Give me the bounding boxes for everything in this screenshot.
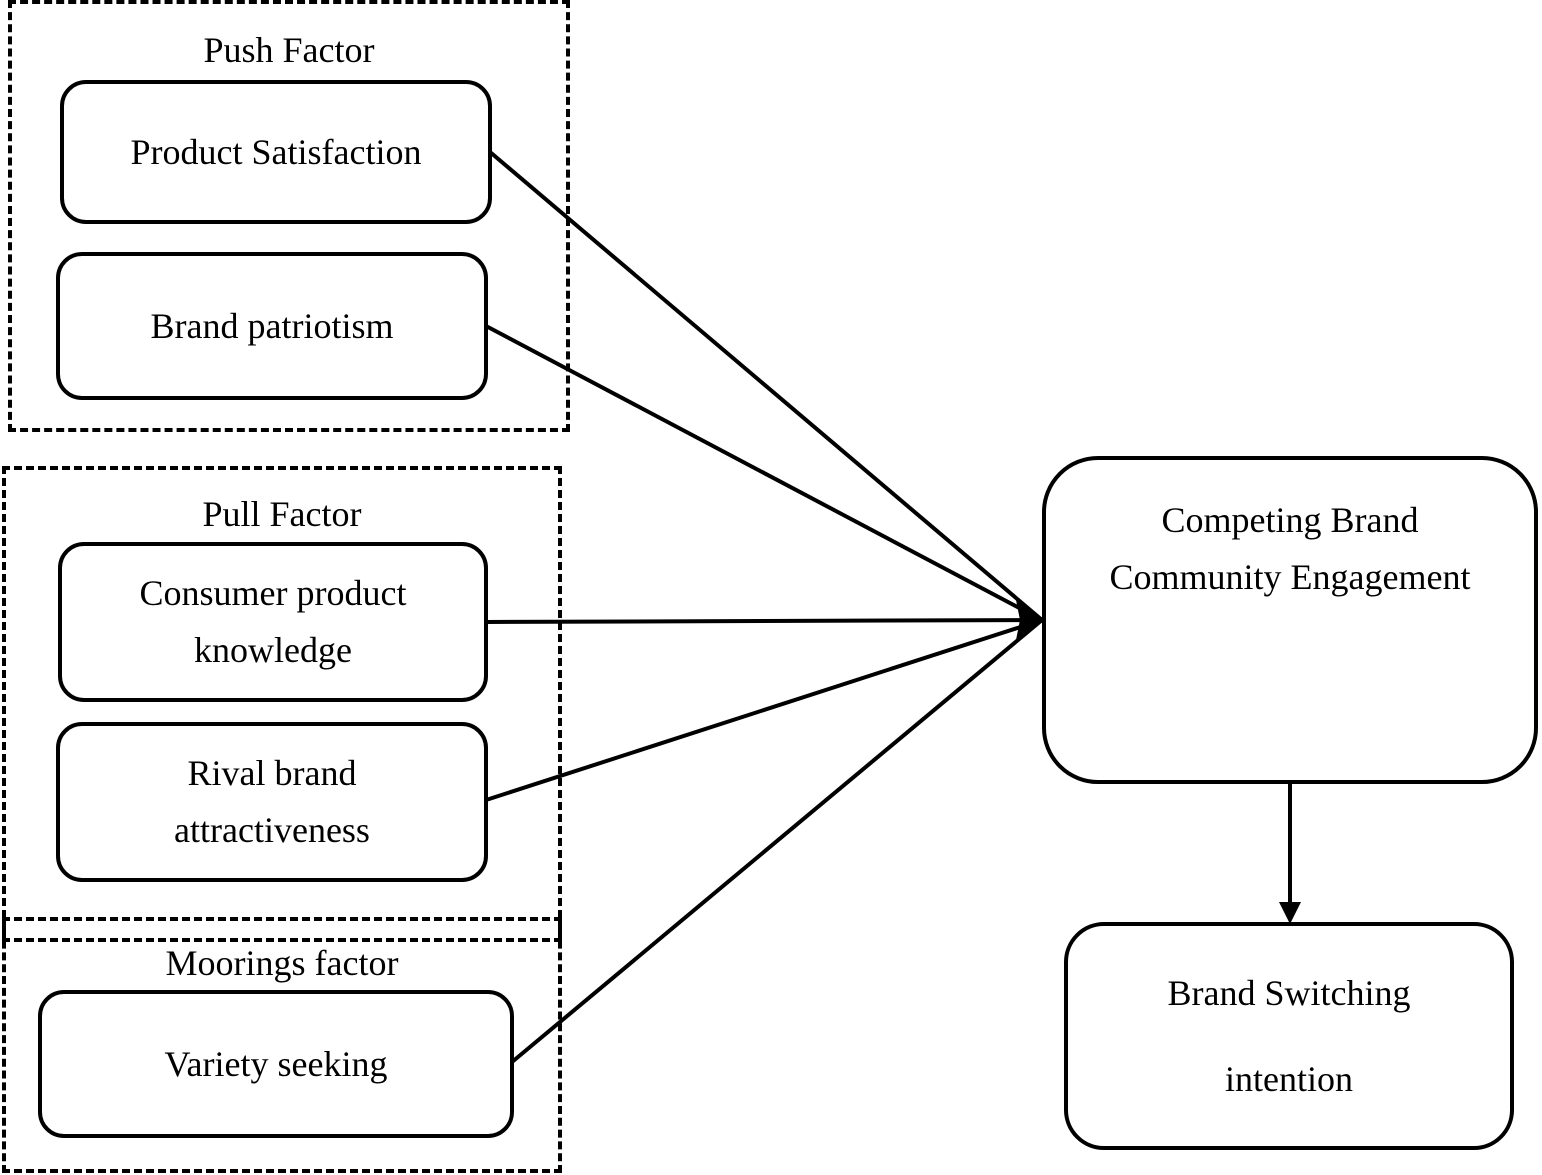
arrowhead-engagement [1016, 600, 1044, 640]
node-competing-brand-engagement: Competing Brand Community Engagement [1042, 456, 1538, 784]
node-product-satisfaction-label: Product Satisfaction [130, 131, 422, 172]
node-brand-switching-intention: Brand Switching intention [1064, 922, 1514, 1150]
push-factor-title: Push Factor [203, 30, 375, 70]
node-variety-seeking-label: Variety seeking [164, 1043, 388, 1084]
node-rival-brand-attractiveness: Rival brand attractiveness [56, 722, 488, 882]
pull-factor-title: Pull Factor [202, 494, 362, 534]
pull-factor-group: Pull Factor [2, 466, 562, 942]
edge-brand-patriotism [485, 324, 1043, 622]
node-brand-patriotism: Brand patriotism [56, 252, 488, 400]
edge-product-satisfaction [488, 150, 1044, 622]
arrowhead-switching [1279, 902, 1301, 924]
node-consumer-product-knowledge-line1: Consumer product [139, 573, 407, 613]
node-brand-switching-intention-line1: Brand Switching [1167, 973, 1411, 1013]
node-brand-switching-intention-line2: intention [1225, 1059, 1353, 1099]
node-consumer-product-knowledge: Consumer product knowledge [58, 542, 488, 702]
moorings-factor-group: Moorings factor [2, 917, 562, 1173]
node-variety-seeking: Variety seeking [38, 990, 514, 1138]
node-brand-patriotism-label: Brand patriotism [150, 305, 394, 346]
edge-variety-seeking [510, 618, 1044, 1064]
node-competing-brand-engagement-line2: Community Engagement [1109, 557, 1471, 597]
node-consumer-product-knowledge-line2: knowledge [194, 630, 352, 670]
edge-rival-brand-attractiveness [485, 618, 1043, 802]
node-competing-brand-engagement-line1: Competing Brand [1161, 500, 1419, 540]
node-product-satisfaction: Product Satisfaction [60, 80, 492, 224]
node-rival-brand-attractiveness-line1: Rival brand [187, 753, 357, 793]
moorings-factor-title: Moorings factor [165, 943, 399, 983]
edge-consumer-product-knowledge [485, 618, 1043, 624]
node-rival-brand-attractiveness-line2: attractiveness [174, 810, 370, 850]
